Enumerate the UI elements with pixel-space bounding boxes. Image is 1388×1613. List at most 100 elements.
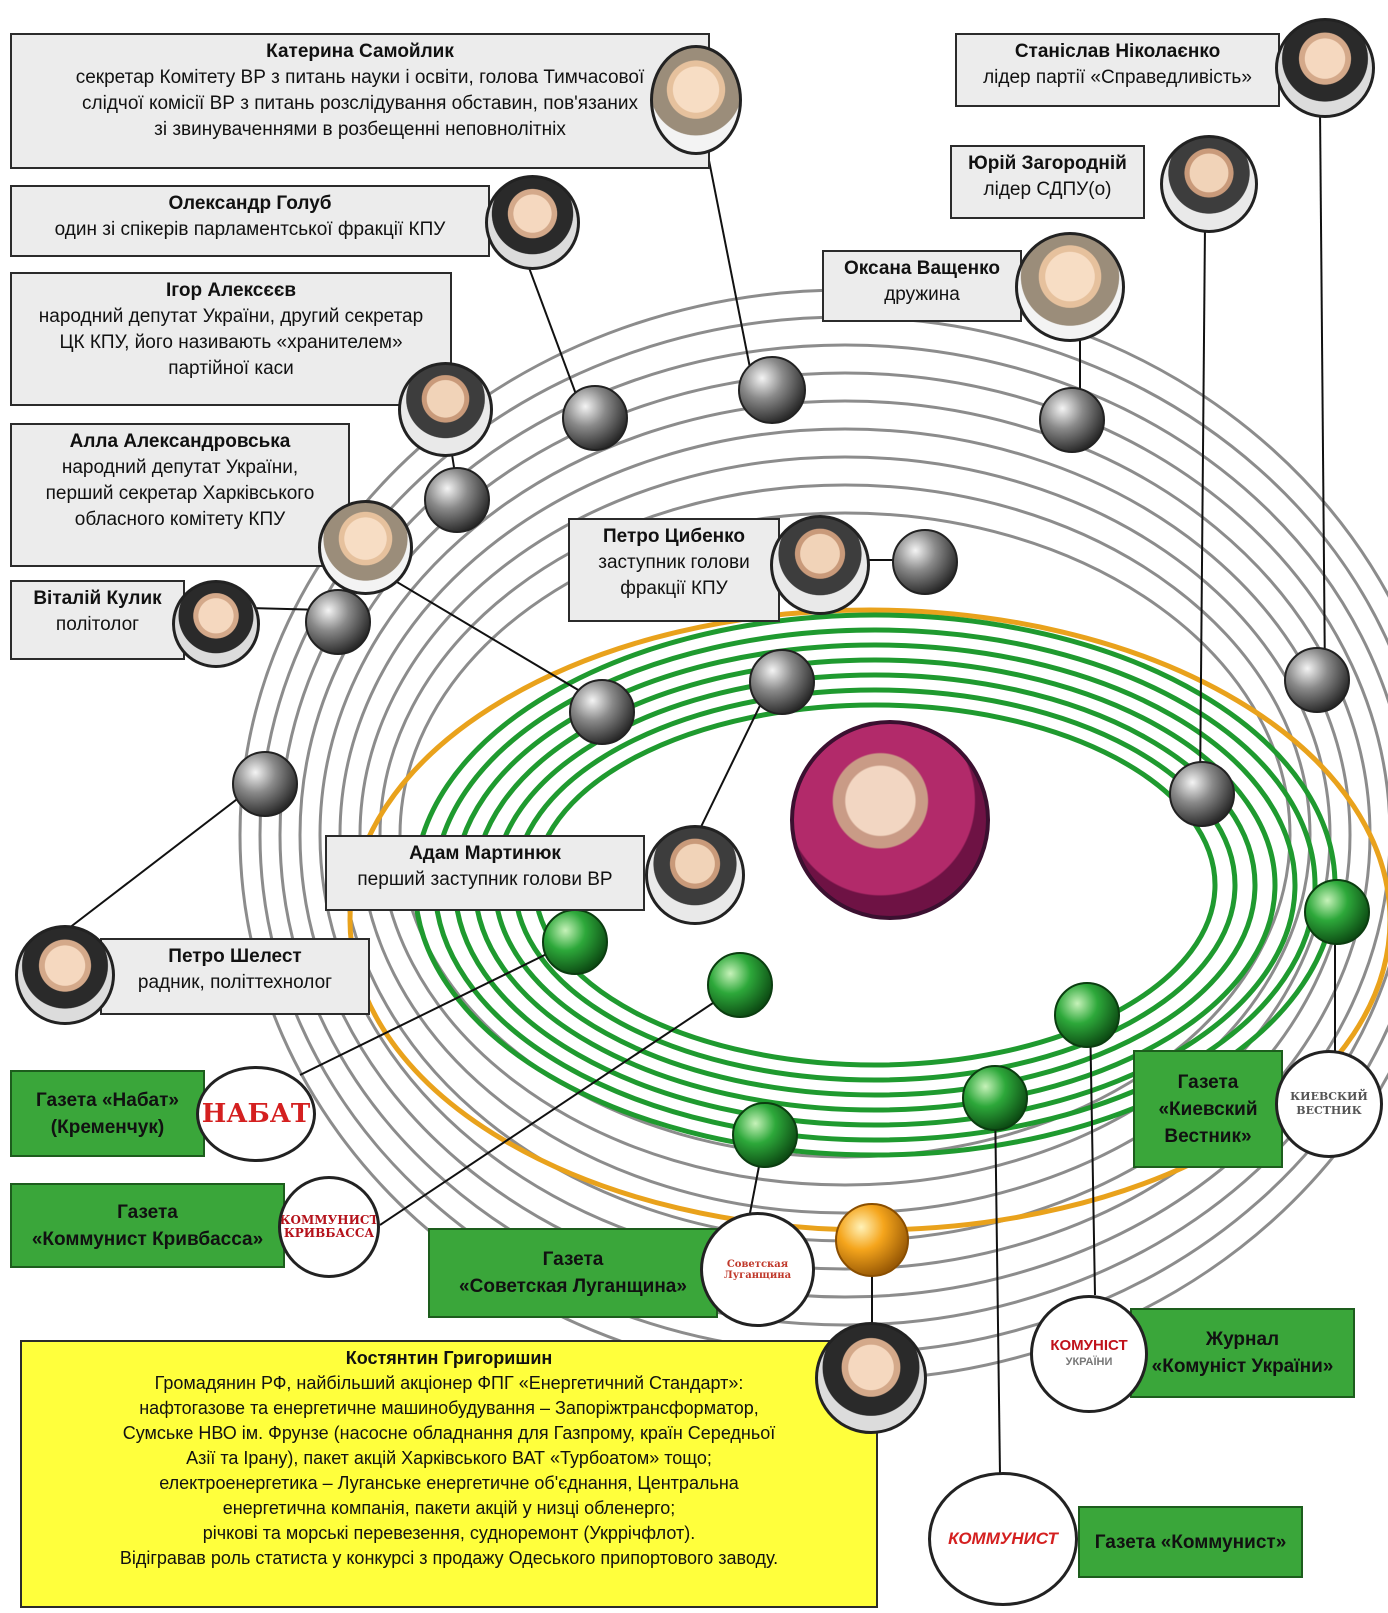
person-name: Юрій Загородній [968,153,1127,174]
photo-martyniuk [645,825,745,925]
box-zahorodniy: Юрій Загородній лідер СДПУ(о) [950,145,1145,219]
person-name: Петро Цибенко [603,526,745,547]
logo-text: НАБАТ [201,1099,311,1129]
person-role: народний депутат України, [61,457,299,478]
person-role: один зі спікерів парламентської фракції … [54,219,446,240]
gray-sphere [569,679,635,745]
description-line: річкові та морські перевезення, суднорем… [202,1523,696,1543]
photo-tsybenko [770,515,870,615]
person-name: Віталій Кулик [33,588,162,609]
description-line: Громадянин РФ, найбільший акціонер ФПГ «… [154,1373,744,1393]
person-role: слідчої комісії ВР з питань розслідуванн… [82,93,638,114]
logo-text: КИЕВСКИЙ [1290,1090,1368,1103]
box-martyniuk: Адам Мартинюк перший заступник голови ВР [325,835,645,911]
description-line: Відігравав роль статиста у конкурсі з пр… [119,1548,779,1568]
person-role: радник, політтехнолог [137,972,333,993]
logo-vestnik: КИЕВСКИЙ ВЕСТНИК [1275,1050,1383,1158]
logo-kommunist: КОММУНИСТ [928,1472,1078,1606]
logo-nabat: НАБАТ [196,1066,316,1162]
gray-sphere [232,751,298,817]
box-alekseev: Ігор Алексєєв народний депутат України, … [10,272,452,406]
description-line: Сумське НВО ім. Фрунзе (насосне обладнан… [122,1423,776,1443]
connector-line [359,559,591,698]
photo-zahorodniy [1160,135,1258,233]
person-role: заступник голови [598,552,750,573]
media-label: Газета [117,1201,178,1223]
media-vestnik: Газета «Киевский Вестник» [1133,1050,1283,1168]
person-name: Оксана Ващенко [844,258,1000,279]
gray-sphere [424,467,490,533]
gray-sphere [1169,761,1235,827]
green-sphere [542,909,608,975]
gray-sphere [305,589,371,655]
photo-kulyk [172,580,260,668]
connector-line [1199,224,1206,791]
person-name: Катерина Самойлик [266,41,454,62]
orange-sphere [835,1203,909,1277]
description-line: енергетична компанія, пакети акцій у низ… [222,1498,676,1518]
connector-line [379,984,741,1226]
person-name: Олександр Голуб [168,193,332,214]
photo-aleksandrovska [318,500,413,595]
person-role: дружина [884,284,960,305]
logo-text: КОММУНИСТ [948,1529,1058,1548]
media-label: Газета [1177,1071,1239,1093]
central-figure-sphere [790,720,990,920]
person-name: Станіслав Ніколаєнко [1014,41,1221,62]
gray-spheres [232,356,1350,827]
description-line: Азії та Ірану), пакет акцій Харківського… [186,1448,712,1468]
media-label: Газета [542,1249,604,1270]
gray-sphere [562,385,628,451]
green-sphere [1304,879,1370,945]
logo-luhansk: Советская Луганщина [700,1212,815,1327]
person-role: лідер СДПУ(о) [983,179,1112,200]
media-label: Вестник» [1164,1125,1252,1147]
person-role: народний депутат України, другий секрета… [38,306,424,327]
media-komunist-ua: Журнал «Комуніст України» [1130,1308,1355,1398]
person-role: зі звинуваченнями в розбещенні неповнолі… [154,119,566,140]
logo-text: ВЕСТНИК [1296,1104,1362,1117]
media-kryvbas: Газета «Коммунист Кривбасса» [10,1183,285,1268]
media-kommunist: Газета «Коммунист» [1078,1506,1303,1578]
person-role: ЦК КПУ, його називають «хранителем» [59,332,403,353]
logo-text: КОММУНИСТ [279,1213,379,1227]
person-name: Ігор Алексєєв [165,280,297,301]
connector-line [59,779,263,936]
green-sphere [962,1065,1028,1131]
description-line: нафтогазове та енергетичне машинобудуван… [139,1398,759,1418]
logo-text: КРИВБАССА [283,1226,375,1240]
person-role: партійної каси [168,358,294,379]
green-sphere [707,952,773,1018]
green-spheres [542,879,1370,1168]
box-holub: Олександр Голуб один зі спікерів парламе… [10,185,490,257]
box-tsybenko: Петро Цибенко заступник голови фракції К… [568,518,780,622]
media-label: «Киевский [1158,1098,1258,1120]
box-hryhoryshyn: Костянтин Григоришин Громадянин РФ, найб… [20,1340,878,1608]
box-shelest: Петро Шелест радник, політтехнолог [100,938,370,1015]
gray-sphere [1284,647,1350,713]
person-role: секретар Комітету ВР з питань науки і ос… [75,67,645,88]
photo-vashchenko [1015,232,1125,342]
connector-line [299,944,566,1076]
connector-line [1319,109,1326,681]
logo-kryvbas: КОММУНИСТ КРИВБАССА [278,1176,380,1278]
gray-sphere [749,649,815,715]
logo-text: КОМУНІСТ [1050,1337,1128,1354]
box-kulyk: Віталій Кулик політолог [10,580,185,660]
media-luhansk: Газета «Советская Луганщина» [428,1228,718,1318]
logo-text: Советская Луганщина [723,1258,792,1281]
connector-line [994,1099,1001,1476]
photo-holub [485,175,580,270]
media-label: (Кременчук) [50,1116,165,1138]
photo-alekseev [398,362,493,457]
person-role: обласного комітету КПУ [74,509,286,530]
photo-samoylyk [650,45,742,155]
box-samoylyk: Катерина Самойлик секретар Комітету ВР з… [10,33,710,169]
media-label: «Коммунист Кривбасса» [31,1228,264,1250]
gray-sphere [1039,387,1105,453]
connector-line [1089,1014,1096,1296]
description-line: електроенергетика – Луганське енергетичн… [159,1473,739,1493]
logo-text: УКРАЇНИ [1065,1356,1113,1368]
